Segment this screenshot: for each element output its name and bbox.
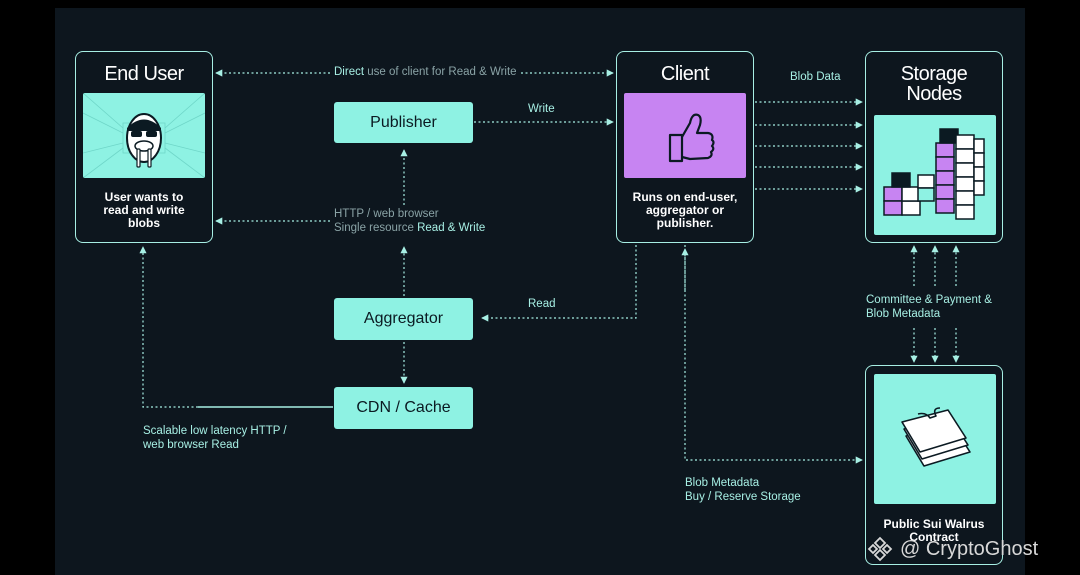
blob-data-edge-label: Blob Data [790, 71, 841, 83]
contract-title: Public Sui Walrus Contract [883, 517, 985, 544]
thumbs-up-icon [624, 93, 746, 178]
binance-logo-icon [867, 536, 893, 562]
stacked-sheets-icon [874, 374, 996, 504]
storage-nodes-card[interactable]: Storage Nodes [865, 51, 1003, 243]
client-description: Runs on end-user, aggregator or publishe… [632, 190, 738, 230]
stacked-cubes-icon [874, 115, 996, 235]
end-user-description: User wants to read and write blobs [103, 190, 185, 230]
committee-edge-label: Committee & Payment & Blob Metadata [866, 294, 992, 321]
metadata-edge-line1: Blob Metadata [685, 477, 760, 489]
aggregator-node[interactable]: Aggregator [334, 298, 473, 340]
watermark-text: @ CryptoGhost [900, 537, 1039, 560]
committee-edge-line2: Blob Metadata [866, 307, 941, 320]
scalable-edge-line2: web browser Read [143, 438, 239, 451]
scalable-edge-label: Scalable low latency HTTP / web browser … [143, 425, 287, 452]
scalable-edge-line1: Scalable low latency HTTP / [143, 425, 287, 437]
committee-edge-line1: Committee & Payment & [866, 294, 992, 306]
direct-edge-rest: use of client for Read & Write [364, 66, 517, 78]
publisher-node[interactable]: Publisher [334, 102, 473, 143]
write-edge-label: Write [528, 103, 555, 115]
diagram-canvas [55, 8, 1025, 575]
direct-edge-label: Direct use of client for Read & Write [334, 66, 517, 80]
walrus-icon [83, 93, 205, 178]
edge-contract-client [684, 245, 863, 464]
http-edge-label: HTTP / web browser Single resource Read … [334, 208, 485, 235]
end-user-card[interactable]: End User User wants to read and write bl… [75, 51, 213, 243]
cdn-cache-node[interactable]: CDN / Cache [334, 387, 473, 429]
end-user-title: End User [104, 63, 184, 85]
storage-nodes-title: Storage Nodes [900, 63, 968, 105]
http-edge-line2-strong: Read & Write [417, 221, 486, 234]
read-edge-label: Read [528, 298, 556, 310]
edge-cdn-enduser [139, 246, 198, 408]
client-card[interactable]: Client Runs on end-user, aggregator or p… [616, 51, 754, 243]
http-edge-line2-prefix: Single resource [334, 221, 418, 234]
metadata-edge-label: Blob Metadata Buy / Reserve Storage [685, 477, 801, 504]
direct-edge-strong: Direct [334, 66, 365, 78]
contract-card[interactable]: Public Sui Walrus Contract [865, 365, 1003, 565]
metadata-edge-line2: Buy / Reserve Storage [685, 490, 801, 503]
watermark: @ CryptoGhost [866, 534, 1038, 564]
edge-read [481, 245, 637, 322]
client-title: Client [660, 63, 710, 85]
http-edge-line1: HTTP / web browser [334, 208, 439, 220]
